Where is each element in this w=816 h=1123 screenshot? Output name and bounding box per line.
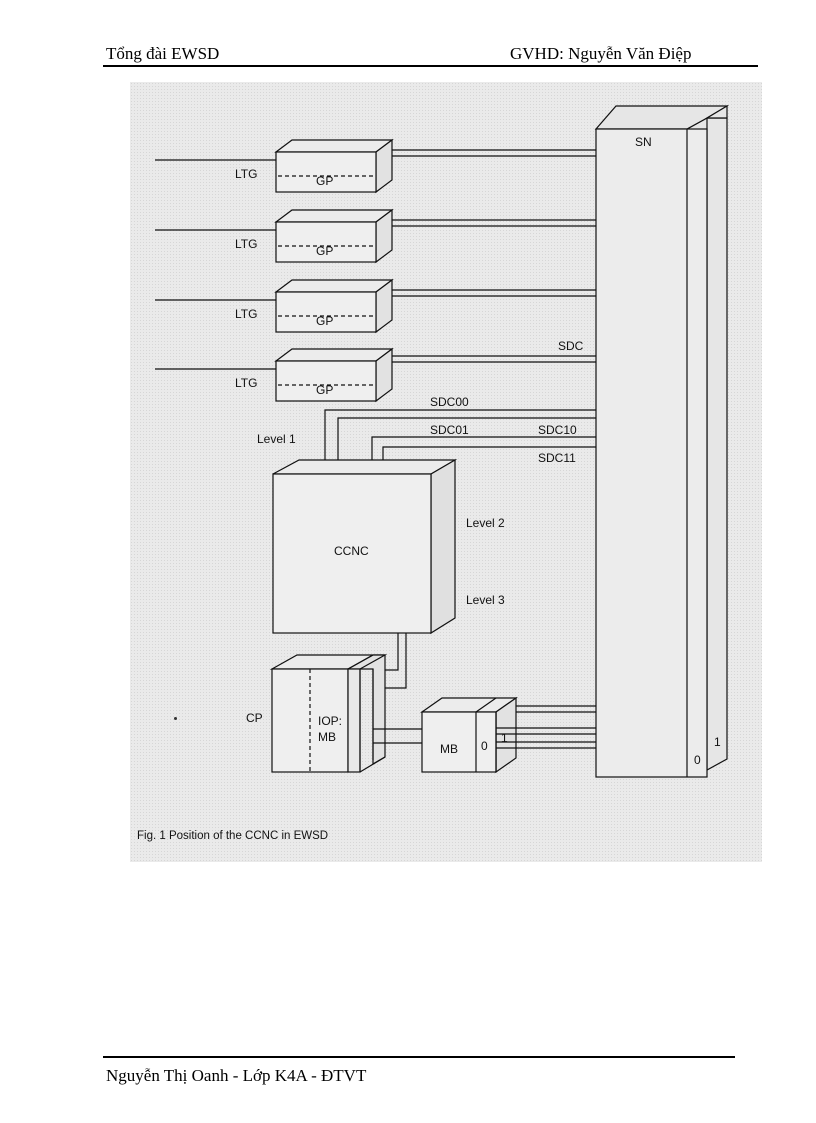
sn-label: SN: [635, 135, 652, 149]
level1-label: Level 1: [257, 432, 296, 446]
mb-label: MB: [440, 742, 458, 756]
mb-block: [420, 696, 518, 774]
sn-plane-0: 0: [694, 753, 701, 767]
sdc00-label: SDC00: [430, 395, 469, 409]
mb-plane-0: 0: [481, 739, 488, 753]
mb-plane-1: 1: [501, 731, 508, 745]
cp-block: [269, 654, 388, 773]
ltg-label-4: LTG: [235, 376, 257, 390]
gp-label-1: GP: [316, 174, 333, 188]
mb-sn-links: [496, 705, 596, 749]
ltg-box-2: [155, 208, 596, 264]
iop-label: IOP:: [318, 714, 342, 728]
cp-label: CP: [246, 711, 263, 725]
scan-speck: [174, 717, 177, 720]
gp-label-3: GP: [316, 314, 333, 328]
sn-block: [594, 104, 730, 778]
header-rule: [103, 65, 758, 67]
ltg-box-1: [155, 138, 596, 194]
sdc01-label: SDC01: [430, 423, 469, 437]
sn-plane-1: 1: [714, 735, 721, 749]
footer-rule: [103, 1056, 735, 1058]
level3-label: Level 3: [466, 593, 505, 607]
sdc10-label: SDC10: [538, 423, 577, 437]
header-supervisor: GVHD: Nguyễn Văn Điệp: [510, 44, 692, 63]
ltg-box-3: [155, 278, 596, 334]
figure-caption: Fig. 1 Position of the CCNC in EWSD: [137, 830, 329, 842]
ccnc-cp-link-2: [383, 633, 407, 689]
gp-label-4: GP: [316, 383, 333, 397]
ccnc-cp-link: [383, 633, 399, 671]
sdc-links: [324, 409, 596, 470]
gp-label-2: GP: [316, 244, 333, 258]
ltg-label-3: LTG: [235, 307, 257, 321]
ccnc-label: CCNC: [334, 544, 369, 558]
header-title: Tổng đài EWSD: [106, 44, 220, 63]
iop-mb-label: MB: [318, 730, 336, 744]
ltg-box-4: [155, 347, 596, 403]
ltg-label-1: LTG: [235, 167, 257, 181]
ccnc-block: [272, 458, 458, 635]
sdc-label: SDC: [558, 339, 584, 353]
ltg-label-2: LTG: [235, 237, 257, 251]
sdc11-label: SDC11: [538, 451, 576, 465]
footer-author: Nguyễn Thị Oanh - Lớp K4A - ĐTVT: [106, 1066, 367, 1085]
level2-label: Level 2: [466, 516, 505, 530]
